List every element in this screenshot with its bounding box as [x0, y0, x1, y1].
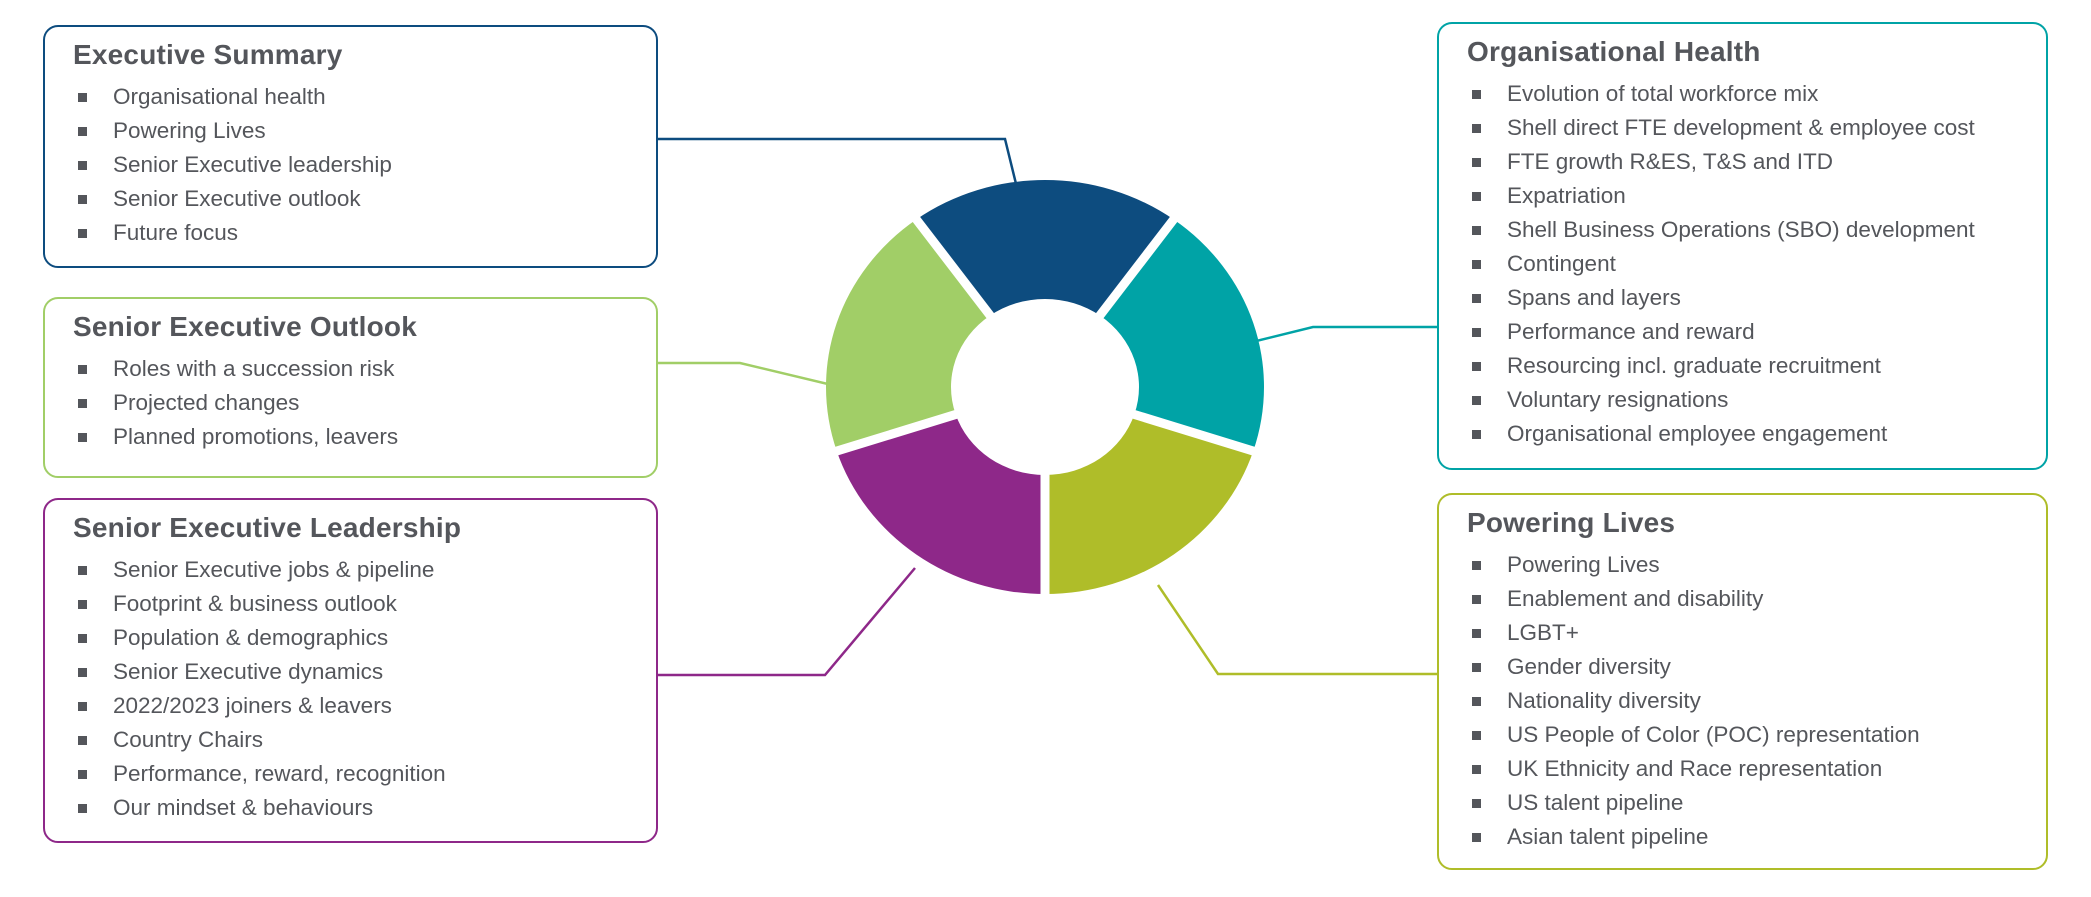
list-item: Shell direct FTE development & employee …: [1470, 111, 2026, 145]
list-item: Organisational employee engagement: [1470, 417, 2026, 451]
list-item: 2022/2023 joiners & leavers: [76, 689, 636, 723]
segment-gap: [1041, 211, 1181, 390]
list-item: Gender diversity: [1470, 650, 2026, 684]
list-item: Future focus: [76, 216, 636, 250]
list-item: Contingent: [1470, 247, 2026, 281]
list-item: Senior Executive jobs & pipeline: [76, 553, 636, 587]
list-item: Powering Lives: [1470, 548, 2026, 582]
donut-segment-senior-executive-outlook: [826, 219, 990, 451]
panel-senior-executive-leadership: Senior Executive Leadership Senior Execu…: [43, 498, 658, 843]
panel-title: Organisational Health: [1467, 36, 1761, 67]
list-item: Country Chairs: [76, 723, 636, 757]
list-item: Spans and layers: [1470, 281, 2026, 315]
list-item: US People of Color (POC) representation: [1470, 718, 2026, 752]
list-item: Expatriation: [1470, 179, 2026, 213]
list-item: US talent pipeline: [1470, 786, 2026, 820]
donut-segment-powering-lives: [1045, 414, 1254, 594]
list-item: FTE growth R&ES, T&S and ITD: [1470, 145, 2026, 179]
panel-title: Executive Summary: [73, 39, 343, 70]
donut-chart: [826, 180, 1264, 600]
list-item: Population & demographics: [76, 621, 636, 655]
list-item: Roles with a succession risk: [76, 352, 636, 386]
list-item: Performance, reward, recognition: [76, 757, 636, 791]
panel-title: Powering Lives: [1467, 507, 1676, 538]
list-item: Evolution of total workforce mix: [1470, 77, 2026, 111]
list-item: Voluntary resignations: [1470, 383, 2026, 417]
donut-segment-senior-executive-leadership: [836, 414, 1045, 594]
connector-executive-summary: [658, 137, 1021, 197]
list-item: LGBT+: [1470, 616, 2026, 650]
list-item: Planned promotions, leavers: [76, 420, 636, 454]
list-item: Powering Lives: [76, 114, 636, 148]
list-item: Senior Executive leadership: [76, 148, 636, 182]
list-item: Our mindset & behaviours: [76, 791, 636, 825]
connector-senior-executive-leadership: [658, 567, 916, 677]
list-item: Projected changes: [76, 386, 636, 420]
list-item: Senior Executive dynamics: [76, 655, 636, 689]
panel-organisational-health: Organisational Health Evolution of total…: [1437, 22, 2048, 470]
donut-segment-executive-summary: [916, 180, 1174, 316]
panel-senior-executive-outlook: Senior Executive Outlook Roles with a su…: [43, 297, 658, 478]
segment-gap: [909, 211, 1049, 390]
list-item: Enablement and disability: [1470, 582, 2026, 616]
list-item: Nationality diversity: [1470, 684, 2026, 718]
list-item: Organisational health: [76, 80, 636, 114]
panel-title: Senior Executive Outlook: [73, 311, 417, 342]
segment-gap: [829, 382, 1047, 458]
list-item: UK Ethnicity and Race representation: [1470, 752, 2026, 786]
connector-powering-lives: [1156, 584, 1437, 676]
connector-senior-executive-outlook: [658, 361, 833, 387]
segment-gap: [1043, 382, 1261, 458]
connector-organisational-health: [1239, 325, 1437, 347]
list-item: Footprint & business outlook: [76, 587, 636, 621]
list-item: Asian talent pipeline: [1470, 820, 2026, 854]
list-item: Performance and reward: [1470, 315, 2026, 349]
list-item: Shell Business Operations (SBO) developm…: [1470, 213, 2026, 247]
list-item: Resourcing incl. graduate recruitment: [1470, 349, 2026, 383]
panel-title: Senior Executive Leadership: [73, 512, 462, 543]
list-item: Senior Executive outlook: [76, 182, 636, 216]
donut-segment-organisational-health: [1100, 219, 1264, 451]
